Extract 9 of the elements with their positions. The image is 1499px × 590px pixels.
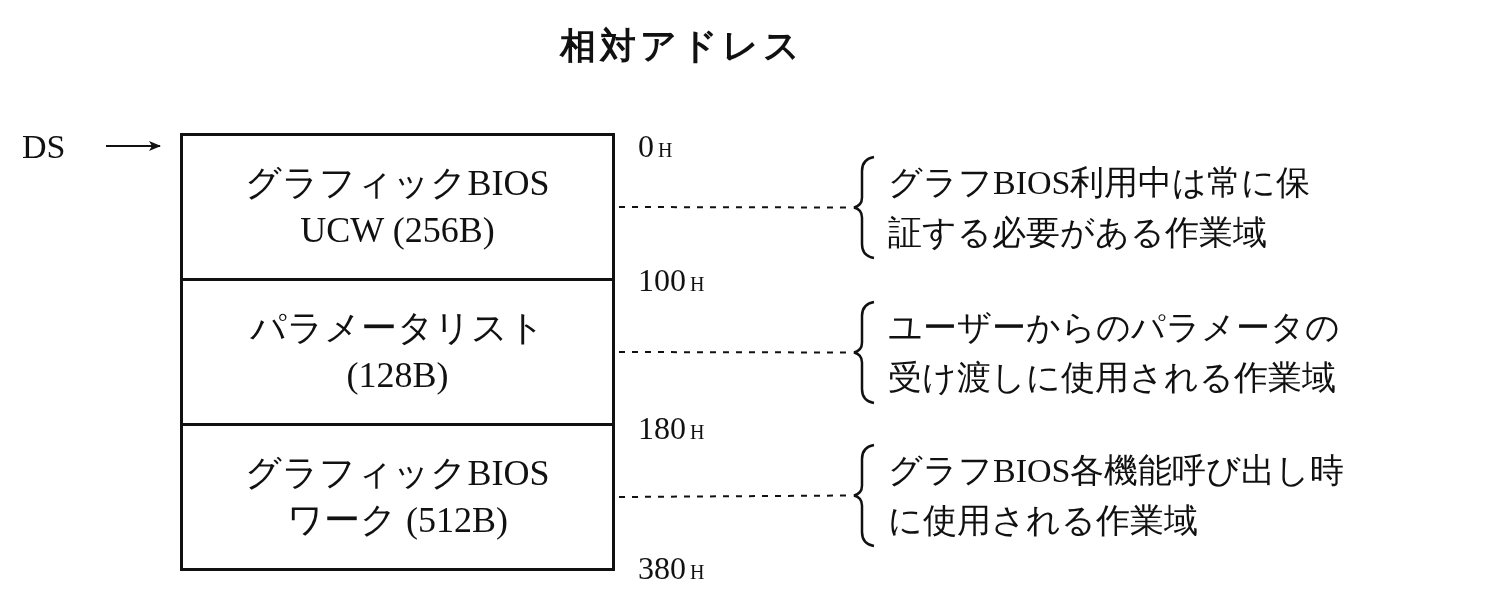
description-text: グラフBIOS利用中は常に保証する必要がある作業域 xyxy=(888,163,1312,253)
description-text: ユーザーからのパラメータの受け渡しに使用される作業域 xyxy=(888,308,1341,398)
arrow xyxy=(105,141,161,151)
memory-block: グラフィックBIOS UCW (256B) xyxy=(180,133,615,281)
description-text: グラフBIOS各機能呼び出し時に使用される作業域 xyxy=(888,451,1346,541)
register-label: DS xyxy=(22,128,102,168)
memory-block: パラメータリスト (128B) xyxy=(180,278,615,426)
title: 相対アドレス xyxy=(560,25,804,68)
memory-block: グラフィックBIOS ワーク (512B) xyxy=(180,423,615,571)
